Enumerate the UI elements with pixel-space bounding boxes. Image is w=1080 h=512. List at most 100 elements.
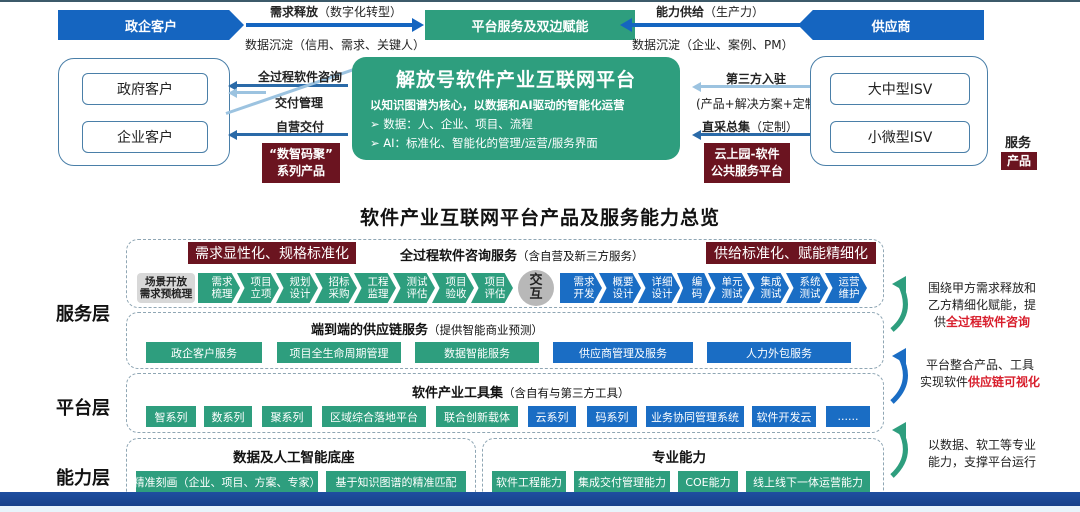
capability-supply-arrow bbox=[630, 23, 800, 27]
layer-label-capability: 能力层 bbox=[56, 468, 110, 489]
coe-pill[interactable]: COE能力 bbox=[678, 471, 738, 492]
arrow-right-icon bbox=[412, 18, 424, 32]
step-project-evaluation[interactable]: 项目评估 bbox=[471, 273, 513, 303]
step-coding[interactable]: 编码 bbox=[677, 273, 711, 303]
scenario-open-step[interactable]: 场景开放需求预梳理 bbox=[137, 273, 195, 303]
step-outline-design[interactable]: 概要设计 bbox=[599, 273, 641, 303]
gov-enterprise-service-pill[interactable]: 政企客户服务 bbox=[146, 342, 262, 363]
step-test-evaluation[interactable]: 测试评估 bbox=[393, 273, 435, 303]
top-border bbox=[0, 0, 1080, 2]
tool-code-series[interactable]: 码系列 bbox=[587, 406, 637, 427]
government-customer-label: 政府客户 bbox=[117, 82, 173, 98]
step-demand-sorting[interactable]: 需求梳理 bbox=[198, 273, 240, 303]
demand-explicit-tag: 需求显性化、规格标准化 bbox=[188, 242, 356, 264]
arrow-left-icon bbox=[228, 81, 237, 91]
capability-supply-label: 能力供给（生产力） bbox=[656, 5, 765, 19]
side-note-capability: 以数据、软工等专业 能力，支撑平台运行 bbox=[927, 438, 1036, 469]
tool-more[interactable]: ...... bbox=[826, 406, 870, 427]
tool-business-collab[interactable]: 业务协同管理系统 bbox=[646, 406, 744, 427]
software-eng-pill[interactable]: 软件工程能力 bbox=[492, 471, 566, 492]
data-ai-title: 数据及人工智能底座 bbox=[233, 450, 355, 466]
integration-delivery-pill[interactable]: 集成交付管理能力 bbox=[574, 471, 670, 492]
demand-release-arrow bbox=[246, 23, 416, 27]
project-lifecycle-pill[interactable]: 项目全生命周期管理 bbox=[277, 342, 401, 363]
self-delivery-label: 自营交付 bbox=[276, 120, 325, 134]
small-isv-box: 小微型ISV bbox=[830, 121, 970, 153]
demand-release-label: 需求释放（数字化转型） bbox=[270, 5, 403, 19]
tool-dev-cloud[interactable]: 软件开发云 bbox=[752, 406, 816, 427]
tool-joint-innovation[interactable]: 联合创新载体 bbox=[436, 406, 518, 427]
tool-cloud-series[interactable]: 云系列 bbox=[528, 406, 576, 427]
side-note-supply-chain: 平台整合产品、工具 实现软件供应链可视化 bbox=[919, 358, 1041, 389]
platform-services-block: 平台服务及双边赋能 bbox=[425, 10, 635, 40]
third-party-entry-label: 第三方入驻 bbox=[726, 72, 787, 86]
delivery-mgmt-label: 交付管理 bbox=[275, 96, 324, 110]
step-detailed-design[interactable]: 详细设计 bbox=[638, 273, 680, 303]
supply-chain-title: 端到端的供应链服务（提供智能商业预测） bbox=[311, 323, 544, 338]
supply-standard-label: 供给标准化、赋能精细化 bbox=[714, 246, 868, 262]
step-bidding-procurement[interactable]: 招标采购 bbox=[315, 273, 357, 303]
demand-explicit-label: 需求显性化、规格标准化 bbox=[195, 246, 349, 262]
tool-regional-platform[interactable]: 区域综合落地平台 bbox=[322, 406, 426, 427]
toolset-title: 软件产业工具集（含自有与第三方工具） bbox=[412, 386, 630, 401]
platform-title: 解放号软件产业互联网平台 bbox=[395, 69, 636, 91]
platform-core-block: 解放号软件产业互联网平台 以知识图谱为核心，以数据和AI驱动的智能化运营 ➢ 数… bbox=[352, 57, 680, 160]
third-party-entry-arrow bbox=[700, 85, 816, 88]
enterprise-customer-label: 企业客户 bbox=[117, 130, 173, 146]
step-operation-maintenance[interactable]: 运营维护 bbox=[825, 273, 867, 303]
platform-services-label: 平台服务及双边赋能 bbox=[471, 19, 589, 35]
step-project-approval[interactable]: 项目立项 bbox=[237, 273, 279, 303]
step-demand-development[interactable]: 需求开发 bbox=[560, 273, 602, 303]
product-tag-line1: “数智码聚” bbox=[269, 147, 333, 161]
consulting-arrow-label: 全过程软件咨询 bbox=[258, 70, 343, 84]
data-ai-section bbox=[126, 438, 476, 498]
step-engineering-supervision[interactable]: 工程监理 bbox=[354, 273, 396, 303]
hr-outsourcing-pill[interactable]: 人力外包服务 bbox=[707, 342, 851, 363]
consulting-process-flow: 场景开放需求预梳理 需求梳理 项目立项 规划设计 招标采购 工程监理 测试评估 … bbox=[137, 270, 867, 306]
supplier-management-pill[interactable]: 供应商管理及服务 bbox=[553, 342, 693, 363]
precise-profiling-pill[interactable]: 精准刻画（企业、项目、方案、专家） bbox=[134, 471, 321, 492]
enterprise-customer-box: 企业客户 bbox=[82, 121, 208, 153]
consulting-arrow bbox=[236, 84, 348, 87]
arrow-left-icon bbox=[228, 130, 237, 140]
step-system-test[interactable]: 系统测试 bbox=[786, 273, 828, 303]
supplier-label: 供应商 bbox=[871, 19, 911, 35]
interaction-circle[interactable]: 交互 bbox=[518, 270, 554, 306]
step-planning-design[interactable]: 规划设计 bbox=[276, 273, 318, 303]
product-tag-line2: 系列产品 bbox=[276, 164, 325, 178]
consulting-section bbox=[126, 239, 884, 308]
toolset-section bbox=[126, 373, 884, 433]
arrow-left-icon bbox=[692, 130, 701, 140]
arrow-left-icon bbox=[692, 82, 701, 92]
direct-procurement-arrow bbox=[700, 133, 816, 136]
government-customer-box: 政府客户 bbox=[82, 73, 208, 105]
kg-matching-pill[interactable]: 基于知识图谱的精准匹配 bbox=[326, 471, 466, 492]
supplier-block: 供应商 bbox=[798, 10, 984, 40]
data-intelligence-pill[interactable]: 数据智能服务 bbox=[415, 342, 539, 363]
tool-ju-series[interactable]: 聚系列 bbox=[262, 406, 312, 427]
tool-zhi-series[interactable]: 智系列 bbox=[146, 406, 196, 427]
professional-section bbox=[482, 438, 884, 498]
large-isv-box: 大中型ISV bbox=[830, 73, 970, 105]
step-project-acceptance[interactable]: 项目验收 bbox=[432, 273, 474, 303]
gov-enterprise-customer-block: 政企客户 bbox=[58, 10, 244, 40]
cloud-park-line1: 云上园-软件 bbox=[714, 147, 780, 161]
arrow-left-icon bbox=[228, 88, 237, 98]
step-integration-test[interactable]: 集成测试 bbox=[747, 273, 789, 303]
professional-title: 专业能力 bbox=[652, 450, 706, 466]
delivery-mgmt-arrow bbox=[236, 91, 266, 94]
supply-standard-tag: 供给标准化、赋能精细化 bbox=[706, 242, 876, 264]
bottom-strip bbox=[0, 506, 1080, 512]
side-note-consulting: 围绕甲方需求释放和 乙方精细化赋能，提 供全过程软件咨询 bbox=[927, 281, 1036, 329]
self-delivery-arrow bbox=[236, 133, 348, 136]
curved-arrow-icon bbox=[890, 276, 908, 332]
tool-shu-series[interactable]: 数系列 bbox=[204, 406, 252, 427]
online-offline-pill[interactable]: 线上线下一体运营能力 bbox=[746, 471, 870, 492]
consulting-title: 全过程软件咨询服务（含自营及新三方服务） bbox=[400, 249, 644, 264]
legend-product-tag: 产品 bbox=[1001, 152, 1037, 170]
platform-bullet-data: ➢ 数据：人、企业、项目、流程 bbox=[370, 117, 533, 131]
step-unit-test[interactable]: 单元测试 bbox=[708, 273, 750, 303]
cloud-park-line2: 公共服务平台 bbox=[710, 164, 783, 178]
data-deposit-customer-label: 数据沉淀（信用、需求、关键人） bbox=[245, 38, 426, 52]
layer-label-service: 服务层 bbox=[56, 304, 110, 325]
